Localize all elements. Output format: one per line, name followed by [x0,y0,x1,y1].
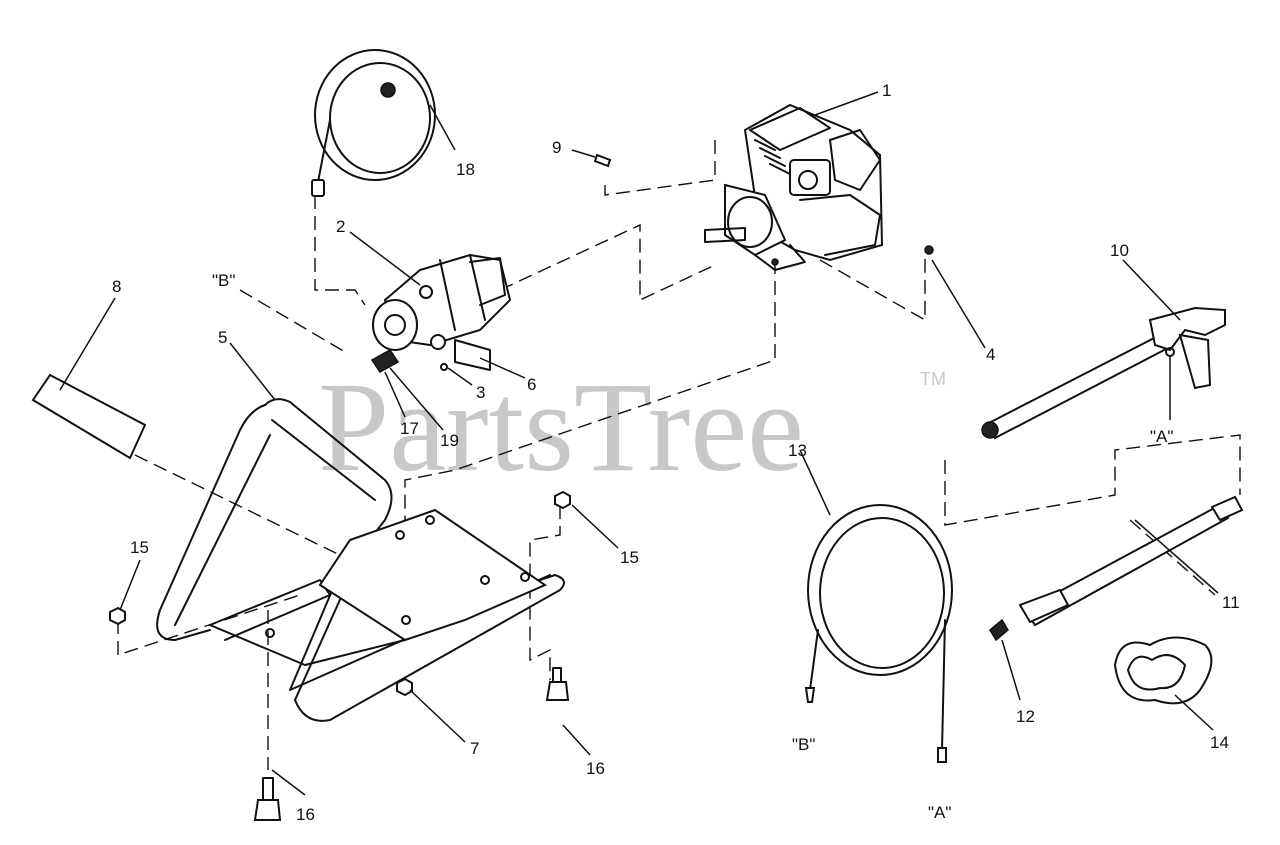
callout-6: 6 [527,375,536,394]
callout-14: 14 [1210,733,1229,752]
part-11-wand [1018,495,1244,627]
callout-3: 3 [476,383,485,402]
callout-16-left: 16 [296,805,315,824]
callout-18: 18 [456,160,475,179]
part-16-feet [253,667,570,821]
part-9-key [593,153,612,168]
part-8-decal [31,373,147,460]
callout-2: 2 [336,217,345,236]
callout-11: 11 [1222,593,1240,612]
part-2-pump [372,253,512,371]
watermark-text: PartsTree [318,356,804,498]
callout-4: 4 [986,345,995,364]
callout-19: 19 [440,431,459,450]
callout-16-right: 16 [586,759,605,778]
part-5-frame [156,398,565,722]
part-12-nozzle [989,618,1009,642]
callout-12: 12 [1016,707,1035,726]
callout-5: 5 [218,328,227,347]
reference-a-hose: "A" [928,803,951,822]
callout-8: 8 [112,277,121,296]
reference-b-hose: "B" [792,735,815,754]
callout-labels: 1 2 3 4 5 6 7 8 9 10 11 12 13 14 15 15 1… [112,81,1240,824]
part-15-nuts [109,490,571,626]
part-4-screw [924,245,934,255]
part-10-spray-gun [981,306,1226,440]
callout-10: 10 [1110,241,1129,260]
callout-1: 1 [882,81,891,100]
callout-17: 17 [400,419,419,438]
callout-13: 13 [788,441,807,460]
reference-a-gun: "A" [1150,427,1173,446]
callout-15-left: 15 [130,538,149,557]
callout-7: 7 [470,739,479,758]
watermark-trademark: TM [920,369,946,389]
part-7-nut [396,677,413,697]
part-18-inlet-hose [311,49,436,197]
leader-lines [59,91,1219,796]
part-1-engine [704,103,884,271]
part-17-19-fittings [370,349,448,373]
callout-15-right: 15 [620,548,639,567]
part-13-high-pressure-hose [804,504,953,763]
callout-9: 9 [552,138,561,157]
reference-b-pump: "B" [212,271,235,290]
part-14-holder [1113,636,1213,705]
